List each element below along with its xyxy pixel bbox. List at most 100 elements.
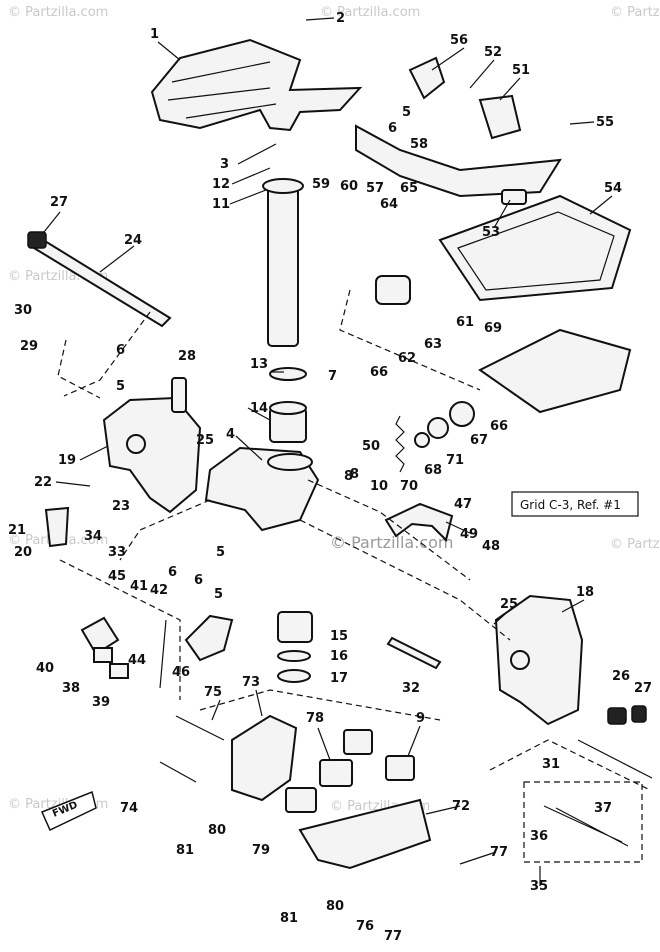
callout-label[interactable]: 60 [340,179,358,194]
ref-line [57,339,101,399]
callout-label[interactable]: 38 [62,681,80,696]
callout-label[interactable]: 5 [216,545,225,560]
callout-label[interactable]: 73 [242,675,260,690]
callout-label[interactable]: 3 [220,157,229,172]
callout-label[interactable]: 46 [172,665,190,680]
bushing-61 [375,275,411,305]
callout-label[interactable]: 42 [150,583,168,598]
callout-label[interactable]: 54 [604,181,622,196]
callout-label[interactable]: 74 [120,801,138,816]
callout-label[interactable]: 59 [312,177,330,192]
callout-label[interactable]: 1 [150,27,159,42]
callout-label[interactable]: 22 [34,475,52,490]
part-drawings [27,38,653,870]
callout-label[interactable]: 13 [250,357,268,372]
callout-label[interactable]: 50 [362,439,380,454]
callout-label[interactable]: 33 [108,545,126,560]
callout-label[interactable]: 41 [130,579,148,594]
callout-label[interactable]: 64 [380,197,398,212]
callout-label[interactable]: 48 [482,539,500,554]
callout-label[interactable]: 20 [14,545,32,560]
callout-label[interactable]: 80 [208,823,226,838]
callout-label[interactable]: 53 [482,225,500,240]
callout-label[interactable]: 26 [612,669,630,684]
callout-label[interactable]: 23 [112,499,130,514]
callout-label[interactable]: 30 [14,303,32,318]
callout-label[interactable]: 34 [84,529,102,544]
callout-label[interactable]: 10 [370,479,388,494]
callout-label[interactable]: 5 [214,587,223,602]
callout-label[interactable]: 25 [196,433,214,448]
callout-label[interactable]: 32 [402,681,420,696]
callout-label[interactable]: 11 [212,197,230,212]
callout-label[interactable]: 45 [108,569,126,584]
callout-label[interactable]: 37 [594,801,612,816]
callout-label[interactable]: 75 [204,685,222,700]
callout-label[interactable]: 57 [366,181,384,196]
callout-label[interactable]: 44 [128,653,146,668]
callout-label[interactable]: 8 [344,469,353,484]
callout-label[interactable]: 55 [596,115,614,130]
callout-label[interactable]: 35 [530,879,548,894]
callout-label[interactable]: 12 [212,177,230,192]
callout-label[interactable]: 81 [176,843,194,858]
callout-label[interactable]: 81 [280,911,298,926]
callout-label[interactable]: 65 [400,181,418,196]
callout-label[interactable]: 77 [384,929,402,944]
callout-label[interactable]: 51 [512,63,530,78]
callout-label[interactable]: 2 [336,11,345,26]
callout-label[interactable]: 5 [116,379,125,394]
callout-label[interactable]: 28 [178,349,196,364]
callout-label[interactable]: 17 [330,671,348,686]
callout-label[interactable]: 19 [58,453,76,468]
ref-line [307,479,471,581]
callout-label[interactable]: 68 [424,463,442,478]
callout-label[interactable]: 18 [576,585,594,600]
callout-label[interactable]: 56 [450,33,468,48]
callout-label[interactable]: 52 [484,45,502,60]
callout-label[interactable]: 6 [194,573,203,588]
callout-label[interactable]: 31 [542,757,560,772]
callout-label[interactable]: 71 [446,453,464,468]
callout-label[interactable]: 16 [330,649,348,664]
callout-label[interactable]: 67 [470,433,488,448]
callout-label[interactable]: 25 [500,597,518,612]
callout-label[interactable]: 62 [398,351,416,366]
bracket-46 [184,614,234,662]
callout-label[interactable]: 6 [388,121,397,136]
part-39 [109,663,129,679]
callout-label[interactable]: 29 [20,339,38,354]
callout-label[interactable]: 14 [250,401,268,416]
callout-label[interactable]: 5 [402,105,411,120]
callout-label[interactable]: 6 [168,565,177,580]
part-56 [408,56,446,100]
callout-label[interactable]: 77 [490,845,508,860]
callout-label[interactable]: 70 [400,479,418,494]
callout-label[interactable]: 21 [8,523,26,538]
callout-label[interactable]: 40 [36,661,54,676]
callout-label[interactable]: 78 [306,711,324,726]
callout-label[interactable]: 69 [484,321,502,336]
callout-label[interactable]: 47 [454,497,472,512]
callout-label[interactable]: 58 [410,137,428,152]
callout-label[interactable]: 63 [424,337,442,352]
callout-label[interactable]: 79 [252,843,270,858]
callout-label[interactable]: 7 [328,369,337,384]
callout-label[interactable]: 24 [124,233,142,248]
callout-label[interactable]: 27 [634,681,652,696]
callout-label[interactable]: 76 [356,919,374,934]
callout-label[interactable]: 72 [452,799,470,814]
callout-label[interactable]: 61 [456,315,474,330]
callout-label[interactable]: 4 [226,427,235,442]
callout-label[interactable]: 80 [326,899,344,914]
callout-label[interactable]: 39 [92,695,110,710]
callout-label[interactable]: 8 [350,467,359,482]
callout-label[interactable]: 27 [50,195,68,210]
callout-label[interactable]: 36 [530,829,548,844]
callout-label[interactable]: 6 [116,343,125,358]
callout-label[interactable]: 66 [370,365,388,380]
callout-label[interactable]: 15 [330,629,348,644]
callout-label[interactable]: 66 [490,419,508,434]
callout-label[interactable]: 9 [416,711,425,726]
